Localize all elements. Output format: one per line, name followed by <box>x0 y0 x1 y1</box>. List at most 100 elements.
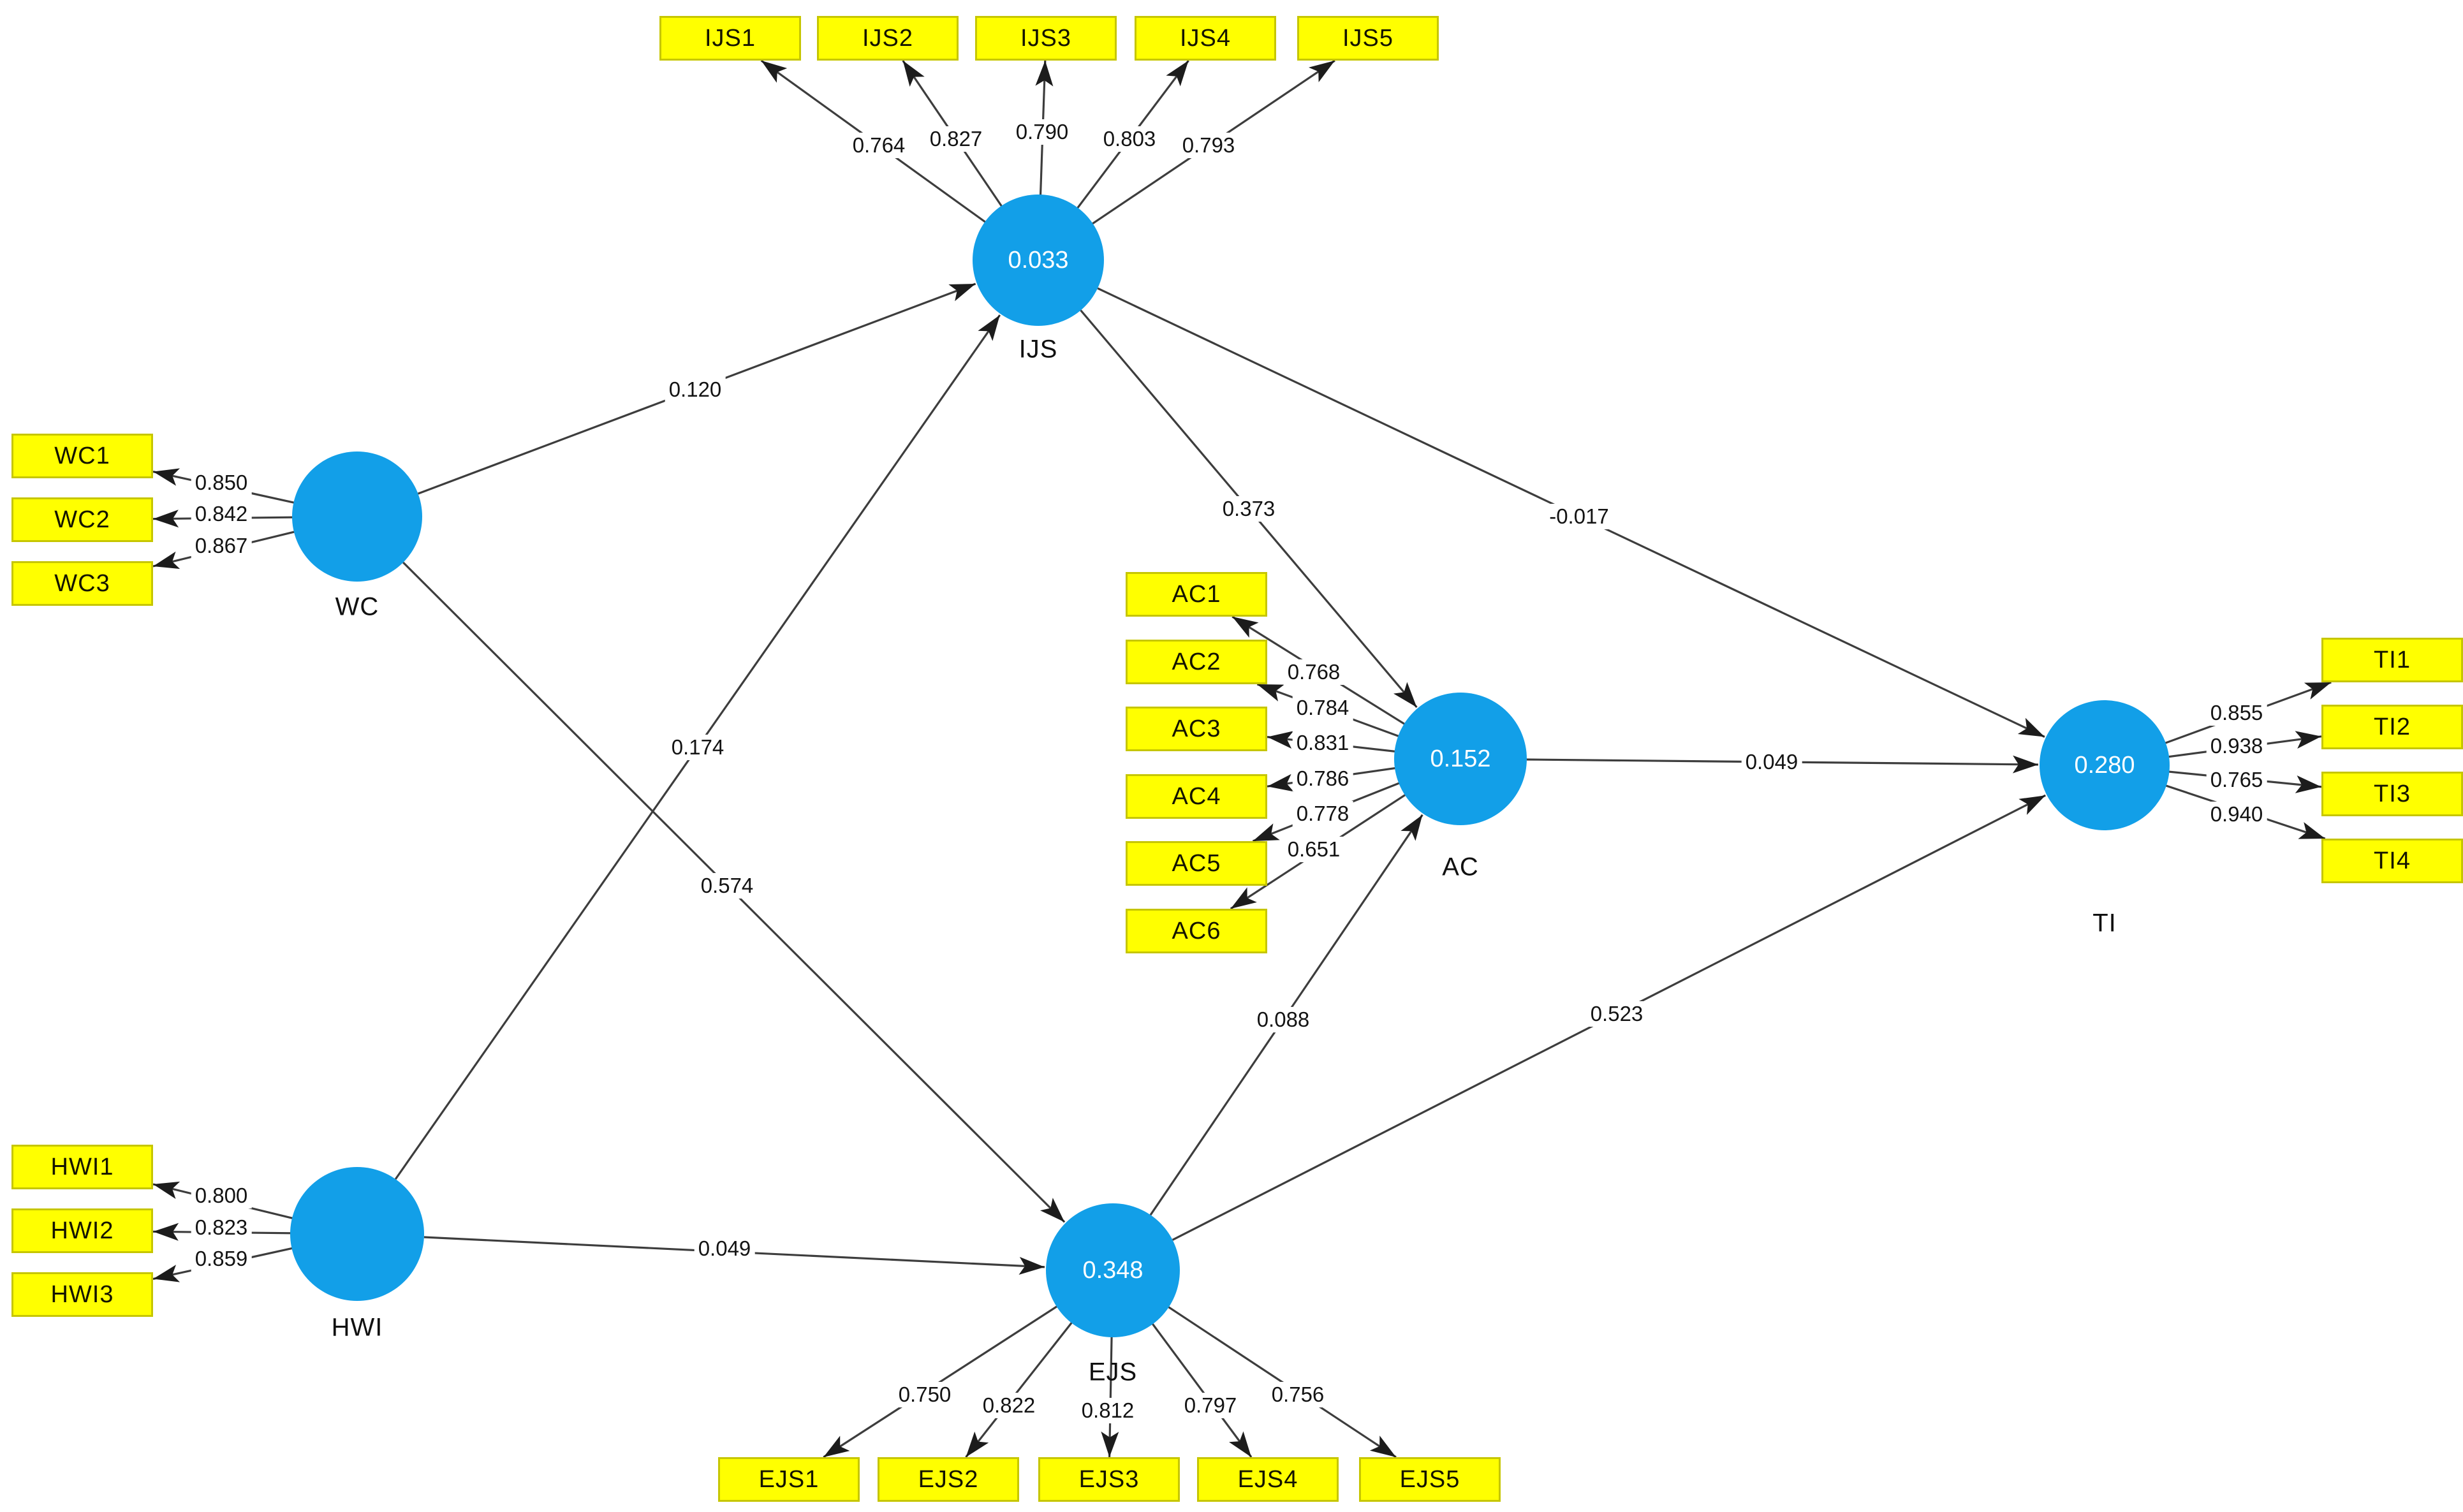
indicator-HWI3[interactable]: HWI3 <box>11 1272 153 1317</box>
loading-AC5: 0.778 <box>1292 801 1353 826</box>
indicator-label-IJS1: IJS1 <box>704 24 756 52</box>
indicator-TI2[interactable]: TI2 <box>2321 705 2463 749</box>
loading-IJS4: 0.803 <box>1099 126 1160 152</box>
construct-EJS[interactable]: 0.348 <box>1046 1203 1180 1337</box>
construct-IJS[interactable]: 0.033 <box>973 195 1104 326</box>
path-coef-EJS-AC: 0.088 <box>1253 1007 1314 1032</box>
path-coef-IJS-TI: -0.017 <box>1545 504 1613 529</box>
path-coef-AC-TI: 0.049 <box>1741 749 1802 775</box>
loading-IJS1: 0.764 <box>848 133 909 158</box>
indicator-IJS4[interactable]: IJS4 <box>1135 16 1276 61</box>
indicator-label-IJS2: IJS2 <box>862 24 914 52</box>
indicator-label-AC4: AC4 <box>1172 782 1221 810</box>
indicator-AC6[interactable]: AC6 <box>1126 909 1267 953</box>
loading-TI2: 0.938 <box>2206 733 2267 759</box>
loading-EJS5: 0.756 <box>1267 1382 1328 1407</box>
loading-HWI1: 0.800 <box>191 1183 252 1208</box>
indicator-label-WC2: WC2 <box>54 506 110 533</box>
indicator-label-EJS2: EJS2 <box>918 1465 979 1493</box>
indicator-WC3[interactable]: WC3 <box>11 561 153 606</box>
indicator-AC4[interactable]: AC4 <box>1126 774 1267 819</box>
loading-TI4: 0.940 <box>2206 802 2267 827</box>
indicator-TI1[interactable]: TI1 <box>2321 638 2463 682</box>
indicator-label-IJS3: IJS3 <box>1020 24 1072 52</box>
r2-value-TI: 0.280 <box>2074 751 2135 779</box>
indicator-label-TI3: TI3 <box>2374 780 2411 807</box>
indicator-IJS3[interactable]: IJS3 <box>975 16 1117 61</box>
construct-AC[interactable]: 0.152 <box>1394 693 1527 825</box>
path-coef-HWI-IJS: 0.174 <box>667 735 728 760</box>
indicator-label-IJS5: IJS5 <box>1342 24 1394 52</box>
indicator-label-EJS3: EJS3 <box>1078 1465 1140 1493</box>
indicator-TI3[interactable]: TI3 <box>2321 772 2463 816</box>
loading-AC4: 0.786 <box>1292 766 1353 791</box>
indicator-EJS4[interactable]: EJS4 <box>1197 1457 1339 1502</box>
loading-AC2: 0.784 <box>1292 695 1353 721</box>
loading-EJS3: 0.812 <box>1077 1398 1138 1423</box>
path-coef-EJS-TI: 0.523 <box>1586 1001 1647 1027</box>
loading-AC3: 0.831 <box>1292 730 1353 756</box>
indicator-label-EJS1: EJS1 <box>758 1465 820 1493</box>
r2-value-AC: 0.152 <box>1430 745 1491 772</box>
r2-value-IJS: 0.033 <box>1008 246 1069 274</box>
loading-EJS4: 0.797 <box>1180 1393 1241 1418</box>
indicator-AC5[interactable]: AC5 <box>1126 841 1267 886</box>
loading-AC1: 0.768 <box>1283 659 1344 685</box>
indicator-label-HWI2: HWI2 <box>50 1217 114 1244</box>
indicator-AC3[interactable]: AC3 <box>1126 707 1267 751</box>
loading-EJS2: 0.822 <box>978 1393 1040 1418</box>
indicator-IJS1[interactable]: IJS1 <box>659 16 801 61</box>
indicator-EJS1[interactable]: EJS1 <box>718 1457 860 1502</box>
loading-HWI3: 0.859 <box>191 1246 252 1272</box>
indicator-label-EJS5: EJS5 <box>1399 1465 1460 1493</box>
loading-TI3: 0.765 <box>2206 767 2267 793</box>
indicator-AC1[interactable]: AC1 <box>1126 572 1267 617</box>
indicator-TI4[interactable]: TI4 <box>2321 839 2463 883</box>
indicator-WC2[interactable]: WC2 <box>11 497 153 542</box>
construct-TI[interactable]: 0.280 <box>2040 700 2170 830</box>
loading-WC3: 0.867 <box>191 533 252 559</box>
indicator-label-AC1: AC1 <box>1172 580 1221 608</box>
construct-WC[interactable] <box>292 451 422 582</box>
indicator-label-WC3: WC3 <box>54 569 110 597</box>
indicator-label-AC6: AC6 <box>1172 917 1221 944</box>
path-coef-HWI-EJS: 0.049 <box>694 1236 755 1261</box>
indicator-label-WC1: WC1 <box>54 442 110 469</box>
construct-label-EJS: EJS <box>1088 1358 1138 1386</box>
construct-label-WC: WC <box>335 592 379 621</box>
indicator-AC2[interactable]: AC2 <box>1126 640 1267 684</box>
indicator-label-EJS4: EJS4 <box>1237 1465 1298 1493</box>
indicator-HWI1[interactable]: HWI1 <box>11 1145 153 1189</box>
indicator-label-AC3: AC3 <box>1172 715 1221 742</box>
loading-WC1: 0.850 <box>191 470 252 495</box>
construct-label-IJS: IJS <box>1018 335 1058 363</box>
indicator-label-AC2: AC2 <box>1172 648 1221 675</box>
loading-WC2: 0.842 <box>191 501 252 527</box>
loading-HWI2: 0.823 <box>191 1215 252 1240</box>
indicator-EJS2[interactable]: EJS2 <box>878 1457 1019 1502</box>
loading-TI1: 0.855 <box>2206 700 2267 726</box>
indicator-label-TI2: TI2 <box>2374 713 2411 740</box>
construct-label-AC: AC <box>1442 853 1479 881</box>
indicator-label-HWI1: HWI1 <box>50 1153 114 1180</box>
path-coef-IJS-AC: 0.373 <box>1218 496 1279 522</box>
indicator-label-HWI3: HWI3 <box>50 1281 114 1308</box>
indicator-label-IJS4: IJS4 <box>1179 24 1232 52</box>
indicator-IJS2[interactable]: IJS2 <box>817 16 959 61</box>
indicator-label-TI1: TI1 <box>2374 646 2411 673</box>
loading-EJS1: 0.750 <box>894 1382 955 1407</box>
path-coef-WC-EJS: 0.574 <box>696 873 758 899</box>
indicator-IJS5[interactable]: IJS5 <box>1297 16 1439 61</box>
indicator-HWI2[interactable]: HWI2 <box>11 1208 153 1253</box>
loading-AC6: 0.651 <box>1283 837 1344 862</box>
loading-IJS3: 0.790 <box>1011 119 1073 145</box>
loading-IJS2: 0.827 <box>925 126 987 152</box>
construct-label-TI: TI <box>2092 909 2117 937</box>
indicator-EJS5[interactable]: EJS5 <box>1359 1457 1501 1502</box>
construct-HWI[interactable] <box>290 1167 424 1301</box>
indicator-EJS3[interactable]: EJS3 <box>1038 1457 1180 1502</box>
construct-label-HWI: HWI <box>331 1313 383 1342</box>
indicator-WC1[interactable]: WC1 <box>11 434 153 478</box>
path-coef-WC-IJS: 0.120 <box>665 377 726 402</box>
